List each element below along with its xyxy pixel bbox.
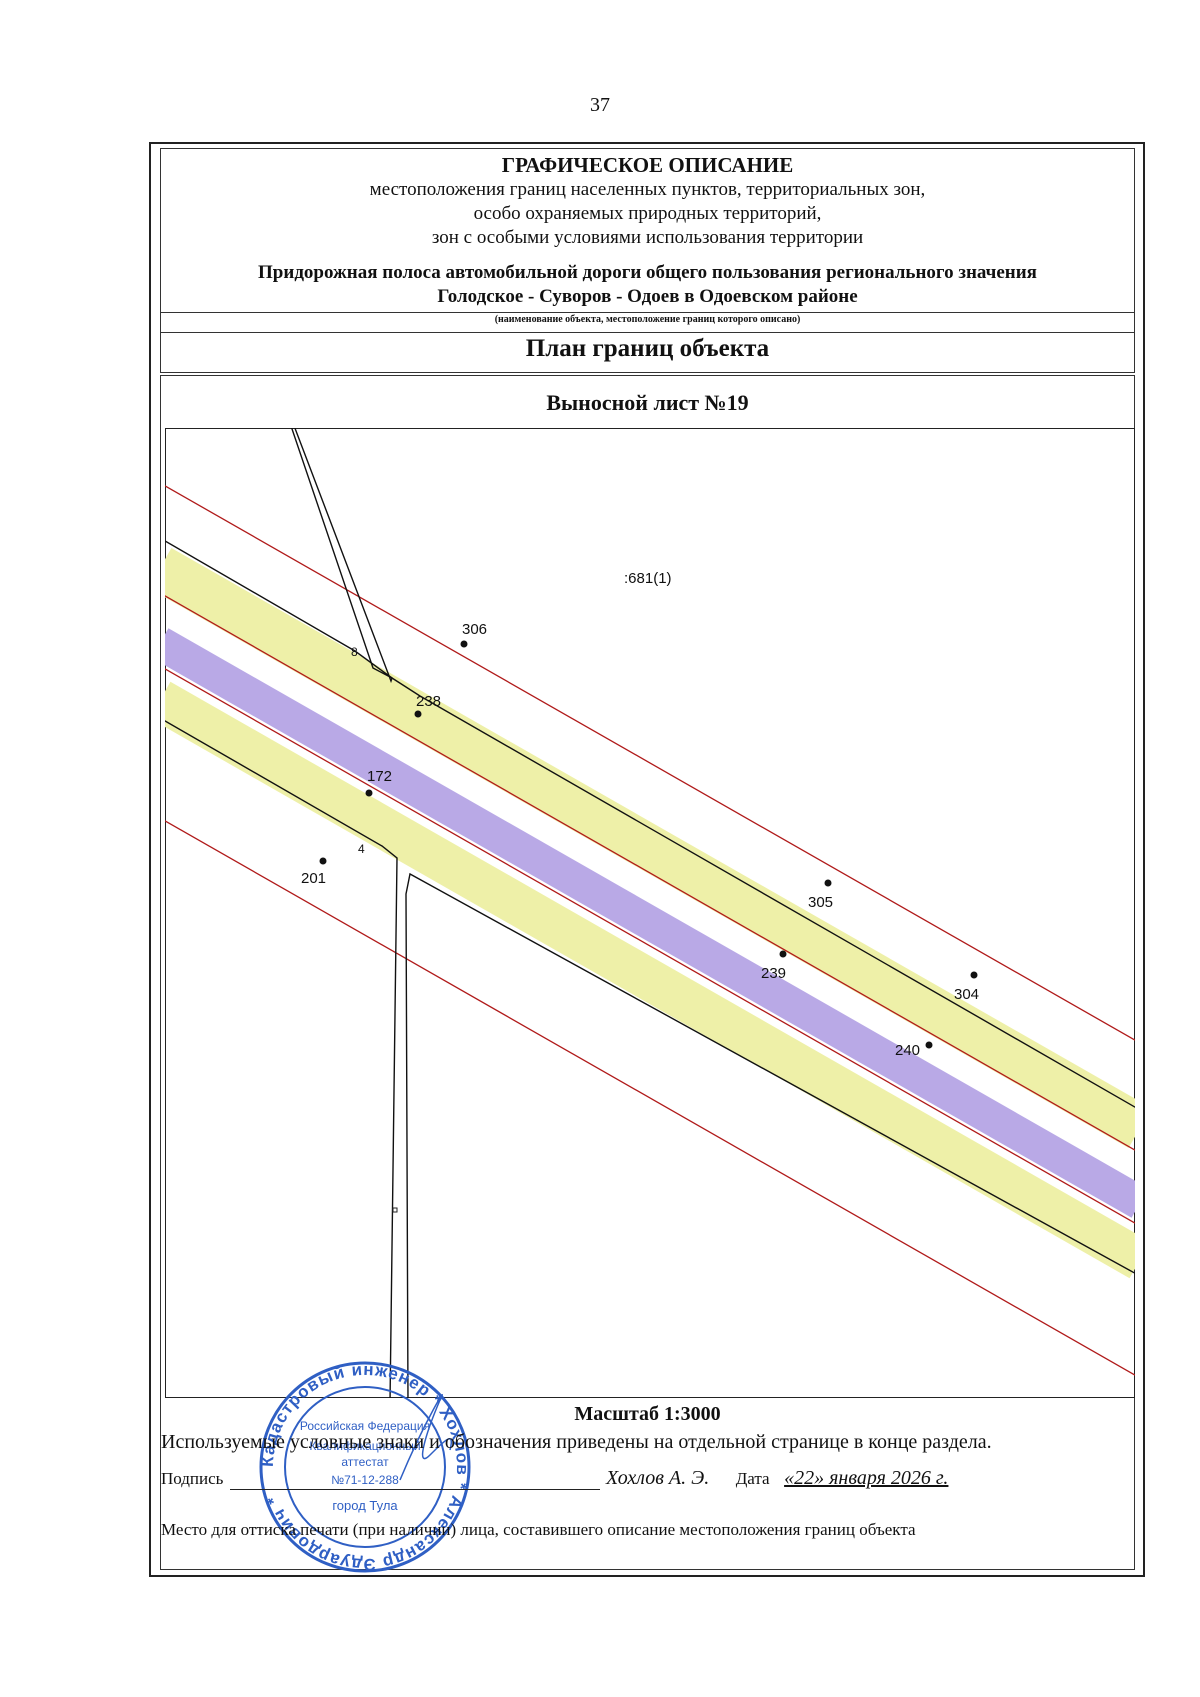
subtitle-line-3: зон с особыми условиями использования те… [431,227,864,248]
parcel-label: :681(1) [624,570,672,587]
road-surface-yellow [165,548,1135,1148]
boundary-point-label-304: 304 [954,986,979,1003]
parcel-boundary [405,872,1135,1398]
parcel-boundary [290,428,393,684]
legend-note: Используемые условные знаки и обозначени… [161,1431,992,1453]
object-name-line-1: Придорожная полоса автомобильной дороги … [258,262,1037,283]
parcel-mark-8: 8 [351,645,358,659]
parcel-boundary [165,720,398,1398]
header-block: ГРАФИЧЕСКОЕ ОПИСАНИЕ местоположения гран… [160,148,1135,373]
road-surface-yellow [165,681,1135,1279]
page-number: 37 [590,94,610,116]
boundary-point-304 [970,971,978,979]
sheet-title: Выносной лист №19 [546,390,749,415]
stamp-outer-ring [259,1361,471,1573]
roadside-boundary-line [165,668,1135,1224]
boundary-point-label-239: 239 [761,965,786,982]
boundary-point-label-306: 306 [462,621,487,638]
boundary-point-238 [414,710,422,718]
boundary-point-label-172: 172 [367,768,392,785]
boundary-point-240 [925,1041,933,1049]
boundary-points: 306 238 172 201 305 239 304 240 [301,621,979,1059]
boundary-point-label-238: 238 [416,693,441,710]
stamp-line-2: Квалификационный [309,1439,420,1453]
boundary-point-239 [779,950,787,958]
signature-line [229,1471,600,1490]
boundary-point-label-305: 305 [808,894,833,911]
boundary-point-305 [824,879,832,887]
object-name-line-2: Голодское - Суворов - Одоев в Одоевском … [437,286,858,307]
stamp-line-5: город Тула [332,1498,398,1513]
header-divider [161,332,1134,333]
stamp-seal: Кадастровый инженер * Хохлов * Александр… [258,1360,471,1574]
signer-name: Хохлов А. Э. [605,1467,710,1489]
stamp-place-note: Место для оттиска печати (при наличии) л… [161,1520,916,1539]
object-underline [161,312,1134,313]
marker-square [392,1207,398,1213]
boundary-map: 306 238 172 201 305 239 304 240 :681(1) 8 4 [165,428,1135,1398]
stamp-inner-ring [284,1386,446,1548]
subtitle-line-1: местоположения границ населенных пунктов… [369,179,926,200]
stamp-line-4: №71-12-288 [331,1473,399,1487]
roadside-boundary-line [165,595,1135,1151]
object-note: (наименование объекта, местоположение гр… [494,314,801,325]
boundary-point-label-201: 201 [301,870,326,887]
boundary-point-172 [365,789,373,797]
parcel-mark-4: 4 [358,842,365,856]
boundary-point-306 [460,640,468,648]
plan-title: План границ объекта [525,335,770,362]
roadside-boundary-line [165,820,1135,1376]
stamp-line-3: аттестат [341,1455,389,1469]
roadside-boundary-line [165,485,1135,1041]
document-title: ГРАФИЧЕСКОЕ ОПИСАНИЕ [501,153,794,177]
boundary-point-201 [319,857,327,865]
subtitle-line-2: особо охраняемых природных территорий, [473,203,822,224]
signature-scribble [399,1394,452,1481]
date-label: Дата [735,1469,770,1488]
map-scale: Масштаб 1:3000 [574,1403,721,1425]
outer-frame [149,142,1145,1577]
boundary-point-label-240: 240 [895,1042,920,1059]
signature-label: Подпись [161,1469,224,1488]
signature-date: «22» января 2026 г. [784,1467,949,1489]
signature-row: Подпись Хохлов А. Э. Дата «22» января 20… [161,1467,948,1490]
road-surface-violet [165,628,1135,1218]
stamp-line-1: Российская Федерация [300,1419,430,1433]
